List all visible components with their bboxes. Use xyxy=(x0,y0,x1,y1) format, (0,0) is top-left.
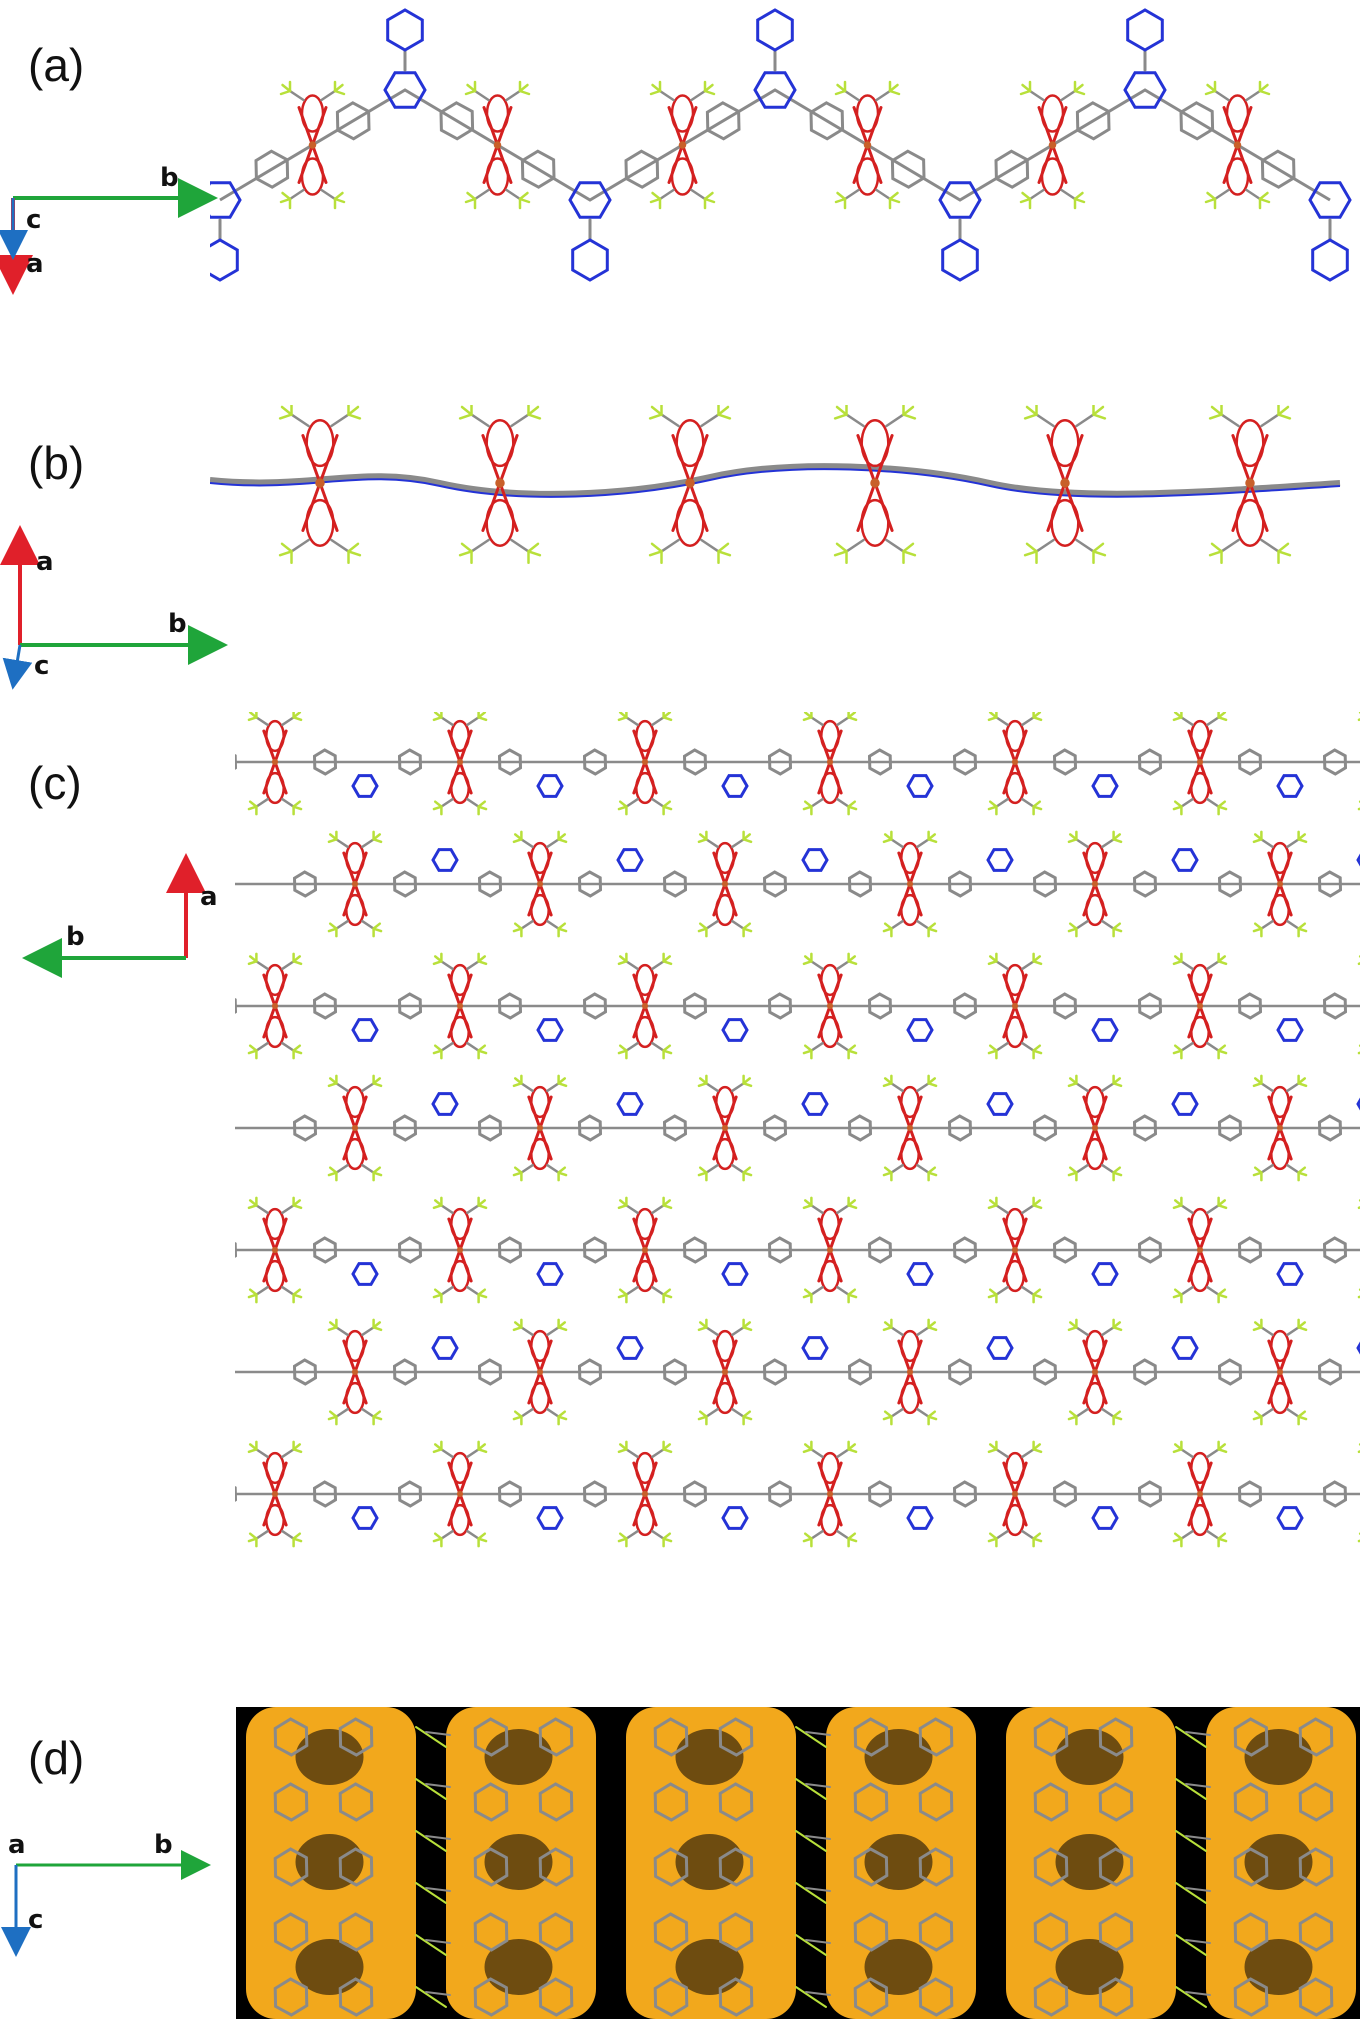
axis-label-b: b xyxy=(160,163,179,193)
axis-label-c: c xyxy=(26,205,41,235)
axis-label-b: b xyxy=(66,922,85,952)
panel-label-b: (b) xyxy=(28,437,85,489)
structure-panel-c xyxy=(235,712,1360,1548)
axis-label-a: a xyxy=(8,1830,26,1860)
axis-label-a: a xyxy=(26,249,44,279)
axes-panel-a: b c a xyxy=(0,163,218,295)
axis-label-c: c xyxy=(28,1905,43,1935)
axis-label-a: a xyxy=(36,547,54,577)
axis-arrow-icon xyxy=(2,644,33,690)
panel-label-c: (c) xyxy=(28,757,82,809)
axes-panel-c: a b xyxy=(22,853,218,978)
panel-label-a: (a) xyxy=(28,39,85,91)
axes-panel-d: a b c xyxy=(1,1830,211,1957)
axis-label-c: c xyxy=(34,651,49,681)
structure-panel-d xyxy=(236,1707,1360,2019)
axis-label-b: b xyxy=(168,609,187,639)
panel-label-d: (d) xyxy=(28,1732,85,1784)
axes-panel-b: a b c xyxy=(0,525,228,690)
axis-label-b: b xyxy=(154,1830,173,1860)
axis-label-a: a xyxy=(200,882,218,912)
structure-panel-a xyxy=(210,8,1352,282)
structure-panel-b xyxy=(210,405,1341,565)
